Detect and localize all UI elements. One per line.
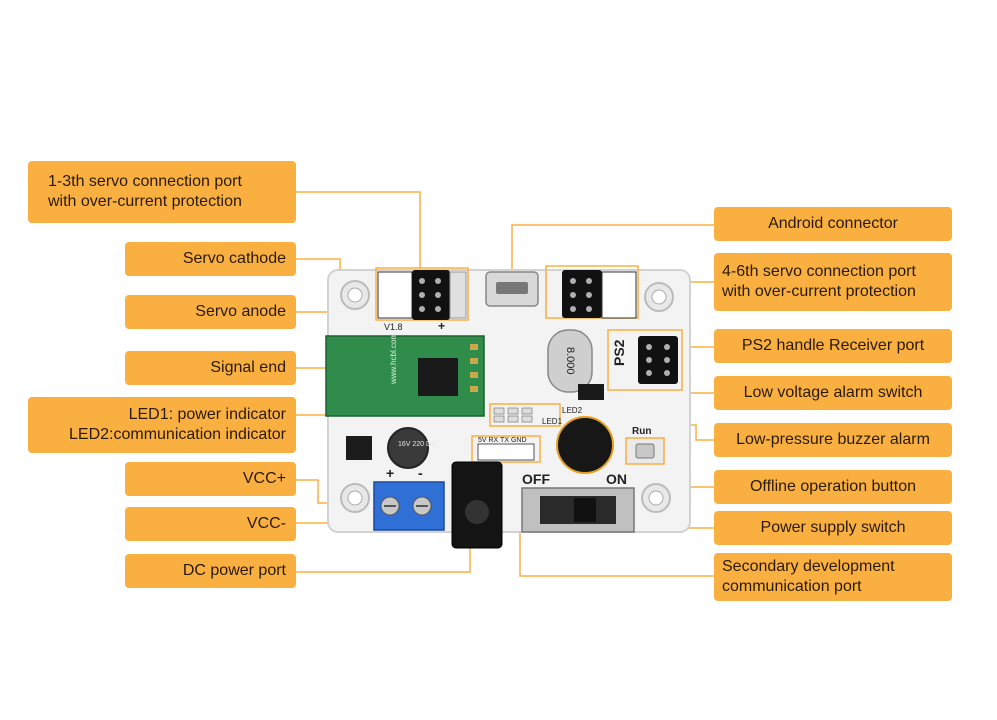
wireless-module (325, 335, 485, 417)
label-servo-anode: Servo anode (125, 295, 296, 329)
label-servo-cathode: Servo cathode (125, 242, 296, 276)
terminal-plus: + (386, 465, 394, 481)
led2-text: LED2 (562, 406, 583, 415)
led1-text: LED1 (542, 417, 563, 426)
servo-header-1-3 (375, 267, 469, 321)
plus-mark: + (438, 319, 445, 333)
terminal-minus: - (418, 465, 423, 481)
label-led-indicators: LED1: power indicator LED2:communication… (28, 397, 296, 453)
label-secondary-port: Secondary development communication port (714, 553, 952, 601)
site-text: www.hcbl.com (389, 333, 398, 385)
label-ps2-receiver: PS2 handle Receiver port (714, 329, 952, 363)
label-signal-end: Signal end (125, 351, 296, 385)
label-vcc-plus: VCC+ (125, 462, 296, 496)
version-text: V1.8 (384, 322, 403, 332)
run-text: Run (632, 426, 651, 437)
label-servo-port-4-6: 4-6th servo connection port with over-cu… (714, 253, 952, 311)
label-low-voltage-switch: Low voltage alarm switch (714, 376, 952, 410)
crystal-text: 8.000 (564, 347, 576, 375)
ps2-header (607, 329, 683, 391)
label-offline-button: Offline operation button (714, 470, 952, 504)
ps2-text: PS2 (611, 339, 627, 366)
label-vcc-minus: VCC- (125, 507, 296, 541)
label-android-connector: Android connector (714, 207, 952, 241)
electrolytic-capacitor (387, 427, 429, 469)
label-dc-power-port: DC power port (125, 554, 296, 588)
mounting-holes (340, 280, 674, 513)
dev-port-box (471, 435, 541, 463)
label-buzzer-alarm: Low-pressure buzzer alarm (714, 423, 952, 457)
label-servo-port-1-3: 1-3th servo connection port with over-cu… (28, 161, 296, 223)
off-text: OFF (522, 471, 550, 487)
label-power-switch: Power supply switch (714, 511, 952, 545)
servo-header-4-6 (545, 265, 639, 319)
led-block (489, 403, 561, 427)
vcc-terminal-block (373, 481, 445, 531)
low-voltage-jumper-shape (578, 384, 604, 400)
on-text: ON (606, 471, 627, 487)
header-pins-text: 5V RX TX GND (478, 437, 527, 444)
capacitor-text: 16V 220 DK (398, 441, 436, 448)
crystal-oscillator (547, 329, 593, 393)
voltage-regulator (346, 436, 372, 460)
buzzer-shape (556, 416, 614, 474)
power-switch-shape (521, 487, 635, 533)
